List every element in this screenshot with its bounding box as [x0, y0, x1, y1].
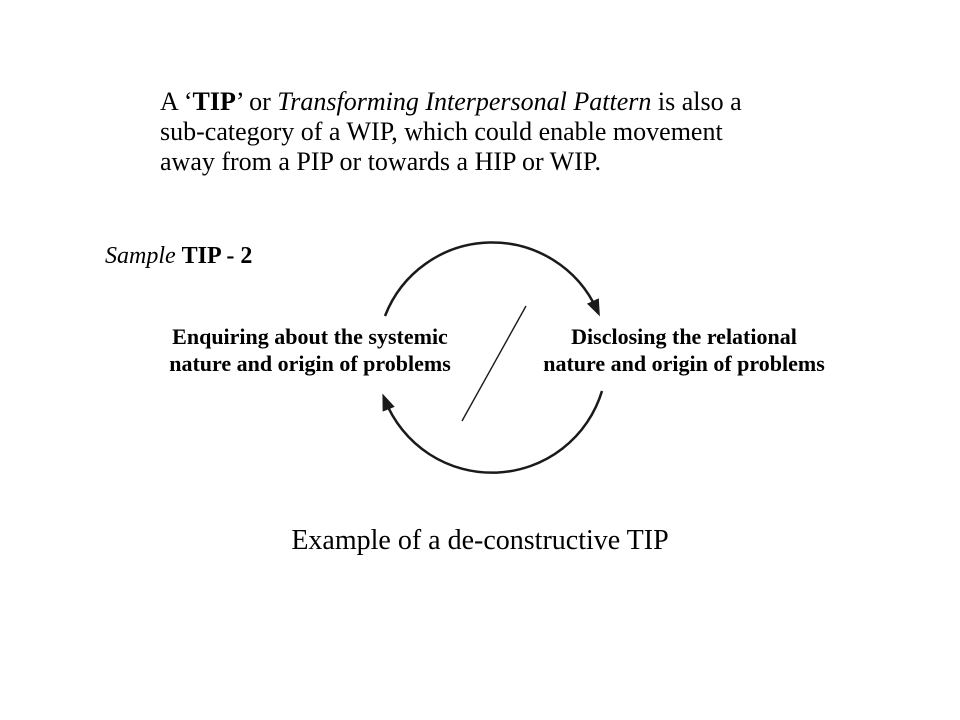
node-label-line: Disclosing the relational: [571, 324, 797, 349]
figure-caption: Example of a de-constructive TIP: [291, 525, 669, 556]
intro-text: away from a PIP or towards a HIP or WIP.: [160, 147, 601, 176]
cycle-arrow-top-icon: [383, 241, 600, 317]
node-label-line: Enquiring about the systemic: [172, 324, 448, 349]
node-label-enquiring: Enquiring about the systemic nature and …: [120, 323, 500, 377]
node-label-line: nature and origin of problems: [543, 351, 825, 376]
intro-pattern-italic: Transforming Interpersonal Pattern: [277, 87, 652, 116]
sample-tip-heading: Sample TIP - 2: [105, 242, 252, 270]
node-label-line: nature and origin of problems: [169, 351, 451, 376]
intro-line-2: sub-category of a WIP, which could enabl…: [160, 117, 742, 147]
intro-text: sub-category of a WIP, which could enabl…: [160, 117, 723, 146]
intro-text: A ‘: [160, 87, 193, 116]
node-label-disclosing: Disclosing the relational nature and ori…: [504, 323, 864, 377]
cycle-arrow-bottom-icon: [382, 390, 604, 474]
intro-paragraph: A ‘TIP’ or Transforming Interpersonal Pa…: [160, 87, 742, 177]
intro-tip-bold: TIP: [192, 87, 236, 116]
intro-text: is also a: [651, 87, 742, 116]
sample-heading-italic: Sample: [105, 243, 182, 269]
intro-text: ’ or: [235, 87, 278, 116]
divider-slash-line: [461, 305, 527, 422]
intro-line-1: A ‘TIP’ or Transforming Interpersonal Pa…: [160, 87, 742, 117]
intro-line-3: away from a PIP or towards a HIP or WIP.: [160, 147, 742, 177]
sample-heading-bold: TIP - 2: [181, 243, 253, 269]
